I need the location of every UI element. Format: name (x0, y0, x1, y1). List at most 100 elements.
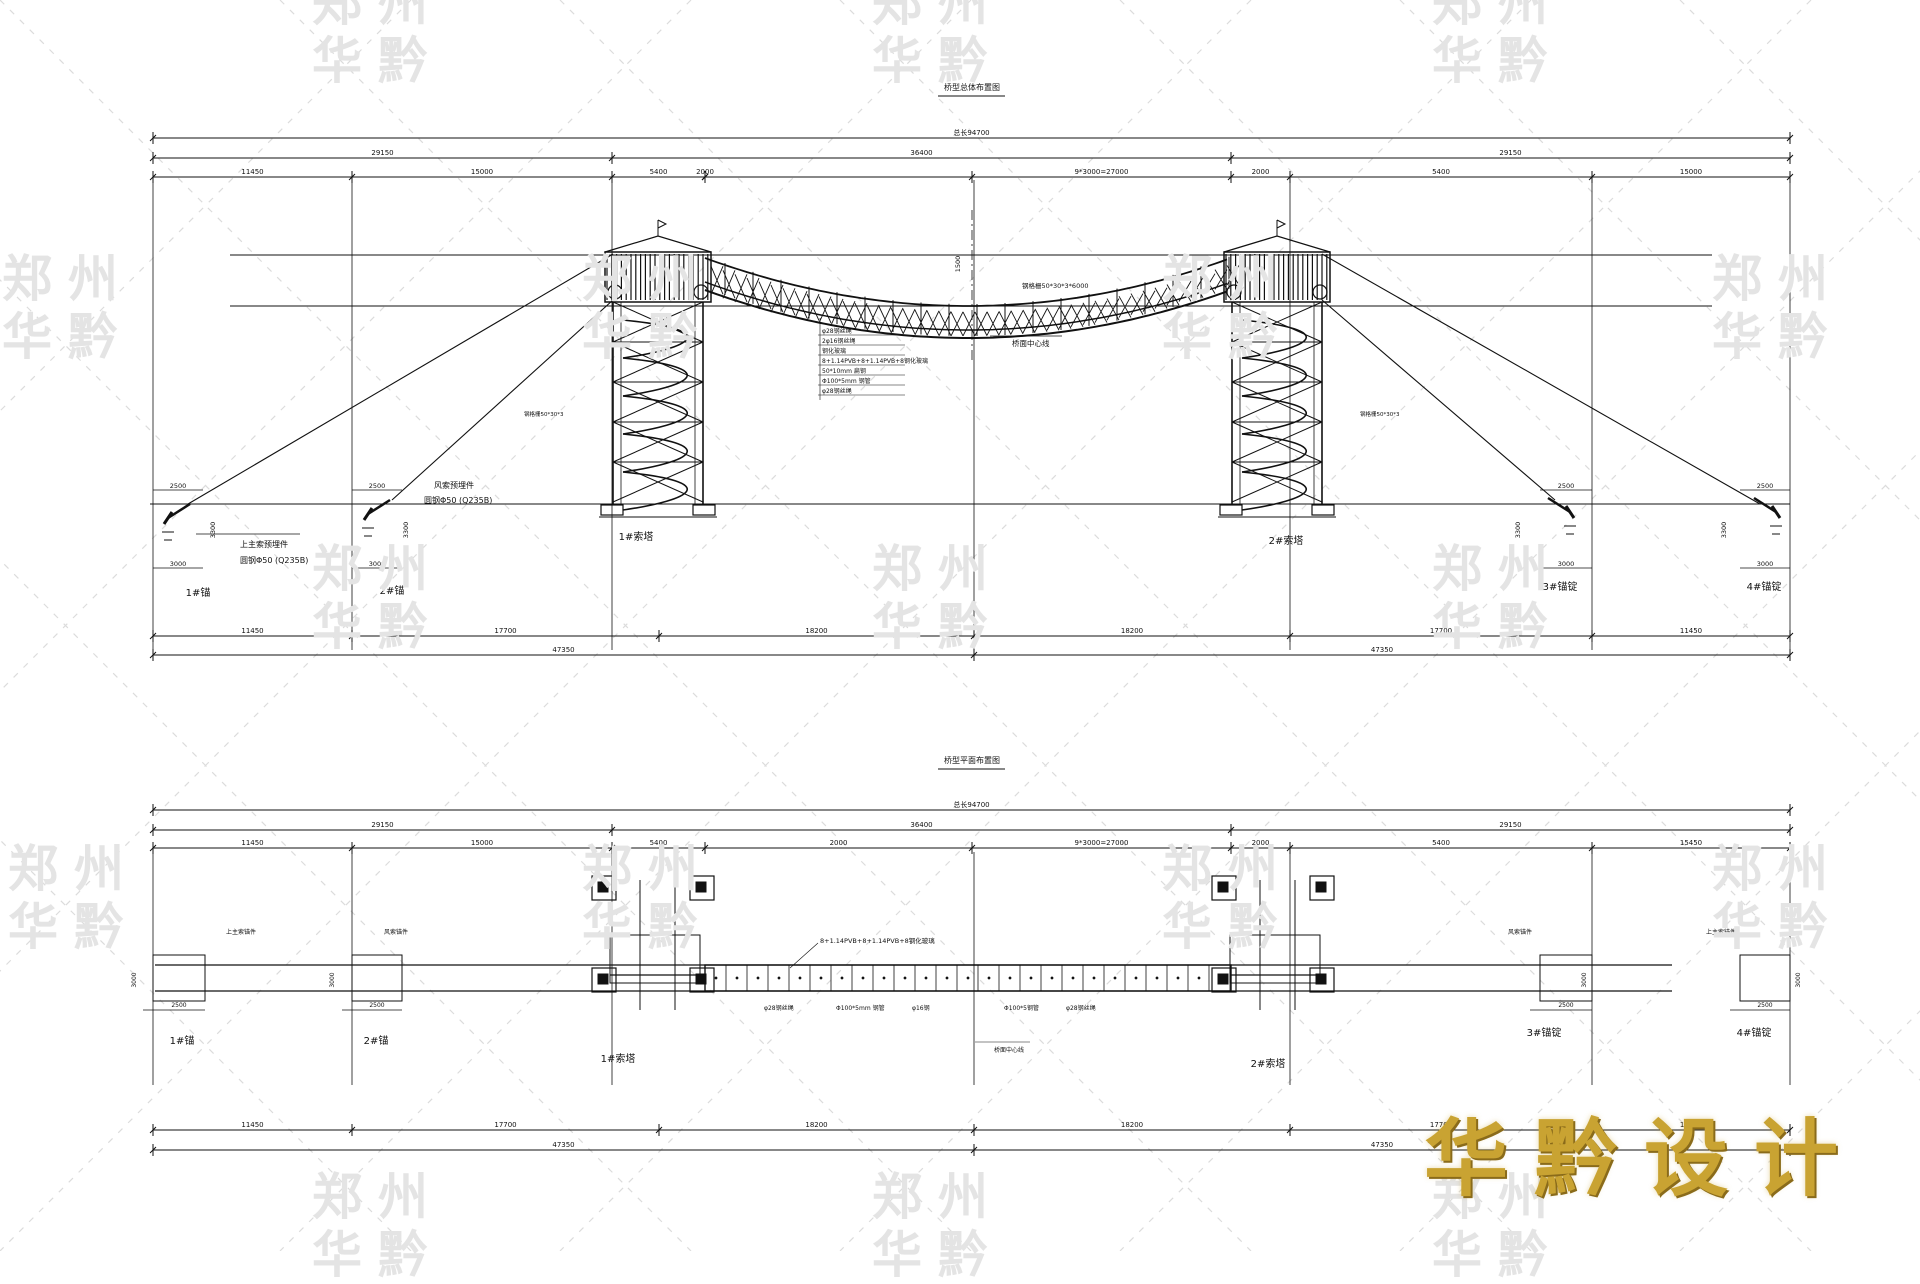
deck-bottom (704, 289, 1228, 339)
dimension-label: 11450 (241, 168, 263, 176)
tower-1-brace (612, 301, 704, 343)
stay-cable (1321, 253, 1761, 505)
anchor-rod (367, 498, 391, 516)
anchor-dim-label: 3300 (209, 522, 217, 539)
dimension-label: 5400 (650, 168, 668, 176)
anchor-label: 2#锚 (364, 1035, 389, 1047)
tower-1-pulley (693, 284, 709, 300)
deck-lattice (950, 311, 964, 337)
tower-pier (1309, 967, 1335, 993)
anchor-label: 1#锚 (170, 1035, 195, 1047)
tower-plan-frame (1229, 934, 1321, 984)
dimension-tick (149, 134, 157, 142)
dimension-tick (970, 1126, 978, 1134)
dimension-label: 2000 (1252, 839, 1270, 847)
deck-lattice (926, 310, 940, 336)
anchor-plan (1739, 954, 1791, 1002)
deck-lattice (1154, 287, 1168, 309)
guide-line (1119, 450, 1920, 1252)
anchor-dim-label: 3300 (1514, 522, 1522, 539)
dimension-label: 18200 (805, 1121, 827, 1129)
deck-note: φ28钢丝绳 (764, 1004, 794, 1012)
anchor-label: 4#锚锭 (1737, 1026, 1772, 1039)
tower-1-footing (692, 504, 716, 516)
dimension-tick (149, 826, 157, 834)
anchor-dim-label: 3000 (1795, 972, 1802, 987)
tower-2-flag (1276, 219, 1287, 229)
deck-lattice (1070, 304, 1084, 328)
stay-cable (187, 253, 614, 505)
callout-label: 圆钢Φ50 (Q235B) (424, 495, 492, 505)
dimension-label: 29150 (371, 149, 393, 157)
deck-node (714, 976, 718, 980)
dimension-tick (1786, 844, 1794, 852)
tower-column (1315, 881, 1327, 893)
dimension-tick (1588, 844, 1596, 852)
deck-note: Φ100*5mm 钢管 (836, 1004, 885, 1012)
dimension-label: 29150 (1499, 149, 1521, 157)
dimension-tick (1786, 806, 1794, 814)
anchor-dim-label: 3300 (402, 522, 410, 539)
deck-node (1113, 976, 1117, 980)
dimension-tick (149, 844, 157, 852)
dimension-tick (1786, 632, 1794, 640)
dimension-label: 2500 (170, 482, 187, 490)
tower-1-pulley (607, 284, 623, 300)
tower-1-roof (604, 235, 712, 253)
deck-lattice (902, 308, 916, 335)
tower-2-roof (1223, 235, 1331, 253)
deck-node (882, 976, 886, 980)
deck-note: 上主索锚件 (226, 928, 256, 936)
deck-node (861, 976, 865, 980)
dimension-tick (1286, 173, 1294, 181)
deck-node (1029, 976, 1033, 980)
dimension-label: 18200 (1121, 1121, 1143, 1129)
anchor-dim-label: 3000 (1581, 972, 1588, 987)
anchor-rod (167, 502, 191, 520)
deck-lattice (758, 281, 772, 310)
tower-label: 1#索塔 (601, 1052, 636, 1065)
dimension-tick (1227, 154, 1235, 162)
deck-lattice (1202, 273, 1216, 294)
anchor-plan (351, 954, 403, 1002)
dimension-tick (1286, 1126, 1294, 1134)
deck-lattice (794, 291, 808, 319)
deck-node (1155, 976, 1159, 980)
deck-note: 钢化玻璃 (822, 347, 846, 355)
dimension-tick (970, 651, 978, 659)
deck-lattice (734, 274, 748, 303)
deck-node (1134, 976, 1138, 980)
deck-note: Φ100*5钢管 (1004, 1004, 1039, 1012)
dimension-tick (348, 844, 356, 852)
dimension-label: 2500 (1558, 482, 1575, 490)
dimension-tick (348, 1126, 356, 1134)
deck-node (798, 976, 802, 980)
anchor-dim-label: 3000 (329, 972, 336, 987)
dimension-label: 2000 (830, 839, 848, 847)
guide-line (0, 0, 692, 692)
callout-label: 钢格栅50*30*3 (524, 410, 564, 418)
deck-lattice (1010, 310, 1024, 335)
tower-column (597, 973, 609, 985)
tower-2-pulley (1312, 284, 1328, 300)
dimension-label: 11450 (241, 1121, 263, 1129)
dimension-tick (149, 651, 157, 659)
deck-note: 8+1.14PVB+8+1.14PVB+8钢化玻璃 (820, 936, 935, 945)
deck-note: 2φ16钢丝绳 (822, 337, 855, 345)
deck-note: 上主索锚件 (1706, 928, 1736, 936)
dimension-label: 3000 (1558, 560, 1575, 568)
dimension-tick (1286, 632, 1294, 640)
anchor-label: 3#锚锭 (1543, 580, 1578, 593)
deck-lattice (1046, 307, 1060, 331)
tower-column (1217, 881, 1229, 893)
tower-2-brace (1231, 421, 1323, 463)
dimension-label: 47350 (552, 646, 574, 654)
tower-2-footing (1311, 504, 1335, 516)
tower-label: 1#索塔 (619, 530, 654, 543)
deck-lattice (986, 311, 1000, 336)
tower-pier (689, 875, 715, 901)
leader-line (789, 942, 819, 969)
tower-pier (689, 967, 715, 993)
